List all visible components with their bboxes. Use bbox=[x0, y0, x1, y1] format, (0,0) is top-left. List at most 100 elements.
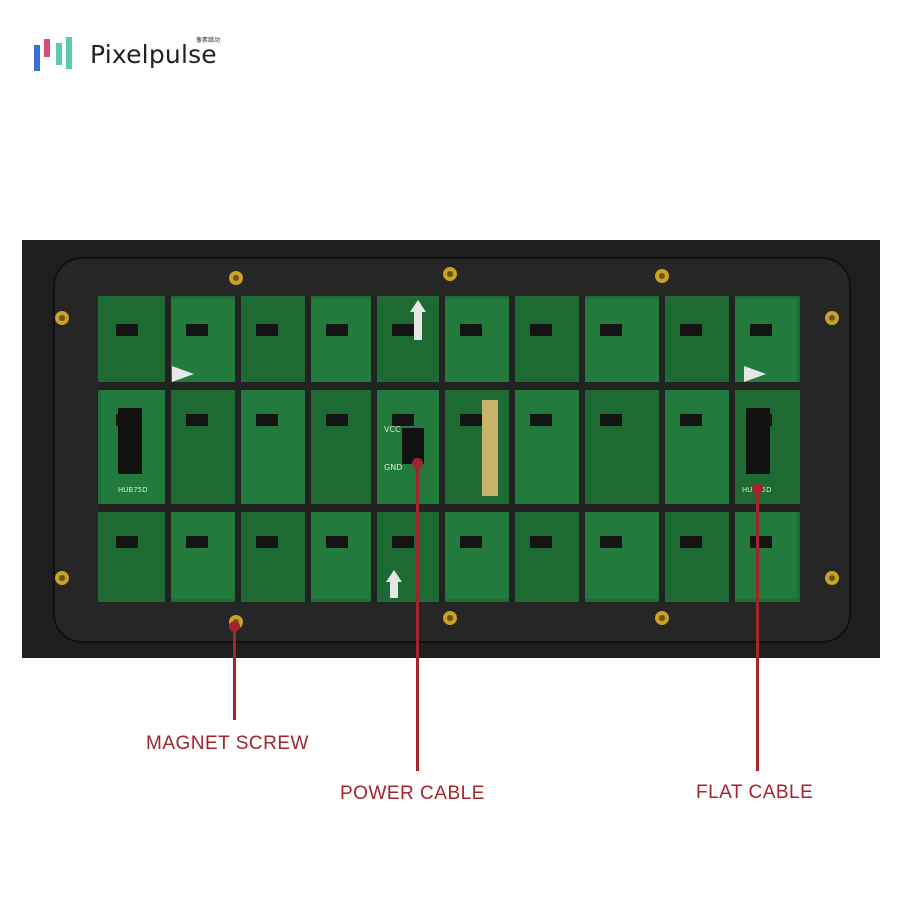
ic-chip bbox=[530, 536, 552, 548]
ic-chip bbox=[326, 414, 348, 426]
pcb-cell bbox=[377, 511, 439, 599]
pcb-cell bbox=[665, 389, 729, 505]
power-cable-callout-line bbox=[416, 465, 419, 771]
frame-bar bbox=[659, 296, 665, 602]
ic-chip bbox=[460, 536, 482, 548]
pcb-cell bbox=[377, 299, 439, 383]
pcb-cell bbox=[665, 299, 729, 383]
ic-chip bbox=[530, 414, 552, 426]
ic-chip bbox=[750, 324, 772, 336]
pcb-cells bbox=[98, 296, 800, 602]
pcb-cell bbox=[585, 389, 659, 505]
arrow-right-icon-left bbox=[172, 366, 194, 382]
pcb-cell bbox=[101, 511, 165, 599]
pcb-cell bbox=[241, 511, 305, 599]
ic-chip bbox=[460, 414, 482, 426]
pcb-cell bbox=[445, 299, 509, 383]
ic-chip bbox=[530, 324, 552, 336]
magnet-screw-hole bbox=[447, 271, 453, 277]
brand-subtitle: 像素跳动 bbox=[196, 37, 221, 44]
magnet-screw-hole bbox=[447, 615, 453, 621]
flat-cable-label: FLAT CABLE bbox=[696, 782, 814, 803]
pcb-cell bbox=[665, 511, 729, 599]
pcb-cell bbox=[311, 389, 371, 505]
frame-bar bbox=[235, 296, 241, 602]
pcb-cell bbox=[311, 299, 371, 383]
led-module-photo: VCC GND HUB75D HUB75D bbox=[22, 240, 880, 658]
magnet-screw-hole bbox=[659, 273, 665, 279]
ic-chip bbox=[680, 324, 702, 336]
ic-chip bbox=[116, 536, 138, 548]
magnet-screw-hole bbox=[233, 275, 239, 281]
ic-chip bbox=[256, 536, 278, 548]
frame-bar bbox=[509, 296, 515, 602]
vcc-label: VCC bbox=[384, 425, 401, 434]
magnet-screw-callout-line bbox=[233, 628, 236, 720]
brand-name: Pixelpulse bbox=[90, 40, 217, 69]
pcb-cell bbox=[311, 511, 371, 599]
hub-label-left: HUB75D bbox=[118, 486, 148, 494]
magnet-screw-hole bbox=[59, 315, 65, 321]
pcb-cell bbox=[735, 511, 797, 599]
pcb-cell bbox=[171, 389, 235, 505]
frame-bar bbox=[305, 296, 311, 602]
ic-chip bbox=[750, 536, 772, 548]
frame-bar bbox=[98, 504, 800, 512]
frame-bar bbox=[729, 296, 735, 602]
hub-connector-left bbox=[118, 408, 142, 474]
power-cable-label: POWER CABLE bbox=[340, 783, 485, 804]
magnet-screw-hole bbox=[829, 315, 835, 321]
ic-chip bbox=[186, 536, 208, 548]
arrow-up-icon-bottom bbox=[386, 570, 402, 598]
brand-logo: Pixelpulse 像素跳动 bbox=[34, 35, 234, 77]
gnd-label: GND bbox=[384, 463, 402, 472]
magnet-screw-callout-dot bbox=[229, 621, 240, 632]
ic-chip bbox=[392, 414, 414, 426]
frame-bar bbox=[579, 296, 585, 602]
pcb-cell bbox=[171, 511, 235, 599]
magnet-screw-label: MAGNET SCREW bbox=[146, 733, 309, 754]
pcb-cell bbox=[101, 299, 165, 383]
ic-chip bbox=[326, 324, 348, 336]
ic-chip bbox=[186, 414, 208, 426]
ic-chip bbox=[392, 324, 414, 336]
magnet-screw-hole bbox=[829, 575, 835, 581]
ic-chip bbox=[600, 414, 622, 426]
ic-chip bbox=[680, 414, 702, 426]
hub-connector-right bbox=[746, 408, 770, 474]
serial-sticker bbox=[482, 400, 498, 496]
ic-chip bbox=[186, 324, 208, 336]
pcb-cell bbox=[241, 299, 305, 383]
ic-chip bbox=[680, 536, 702, 548]
flat-cable-callout-dot bbox=[752, 483, 763, 494]
ic-chip bbox=[392, 536, 414, 548]
power-cable-callout-dot bbox=[412, 458, 423, 469]
pcb-cell bbox=[585, 511, 659, 599]
pcb-cell bbox=[445, 511, 509, 599]
pcb-cell bbox=[515, 299, 579, 383]
pcb-cell bbox=[585, 299, 659, 383]
magnet-screw-hole bbox=[659, 615, 665, 621]
pcb-cell bbox=[171, 299, 235, 383]
frame-bar bbox=[165, 296, 171, 602]
flat-cable-callout-line bbox=[756, 490, 759, 771]
ic-chip bbox=[116, 324, 138, 336]
ic-chip bbox=[256, 324, 278, 336]
pcb-cell bbox=[515, 511, 579, 599]
pcb-cell bbox=[241, 389, 305, 505]
arrow-up-icon-top bbox=[410, 300, 426, 340]
frame-bar bbox=[371, 296, 377, 602]
ic-chip bbox=[256, 414, 278, 426]
pcb-cell bbox=[515, 389, 579, 505]
ic-chip bbox=[326, 536, 348, 548]
power-connector bbox=[402, 428, 424, 464]
arrow-right-icon-right bbox=[744, 366, 766, 382]
pcb-cell bbox=[445, 389, 509, 505]
ic-chip bbox=[600, 536, 622, 548]
ic-chip bbox=[600, 324, 622, 336]
pixelpulse-logo-icon bbox=[34, 37, 72, 71]
ic-chip bbox=[460, 324, 482, 336]
frame-bar bbox=[439, 296, 445, 602]
magnet-screw-hole bbox=[59, 575, 65, 581]
frame-bar bbox=[98, 382, 800, 390]
